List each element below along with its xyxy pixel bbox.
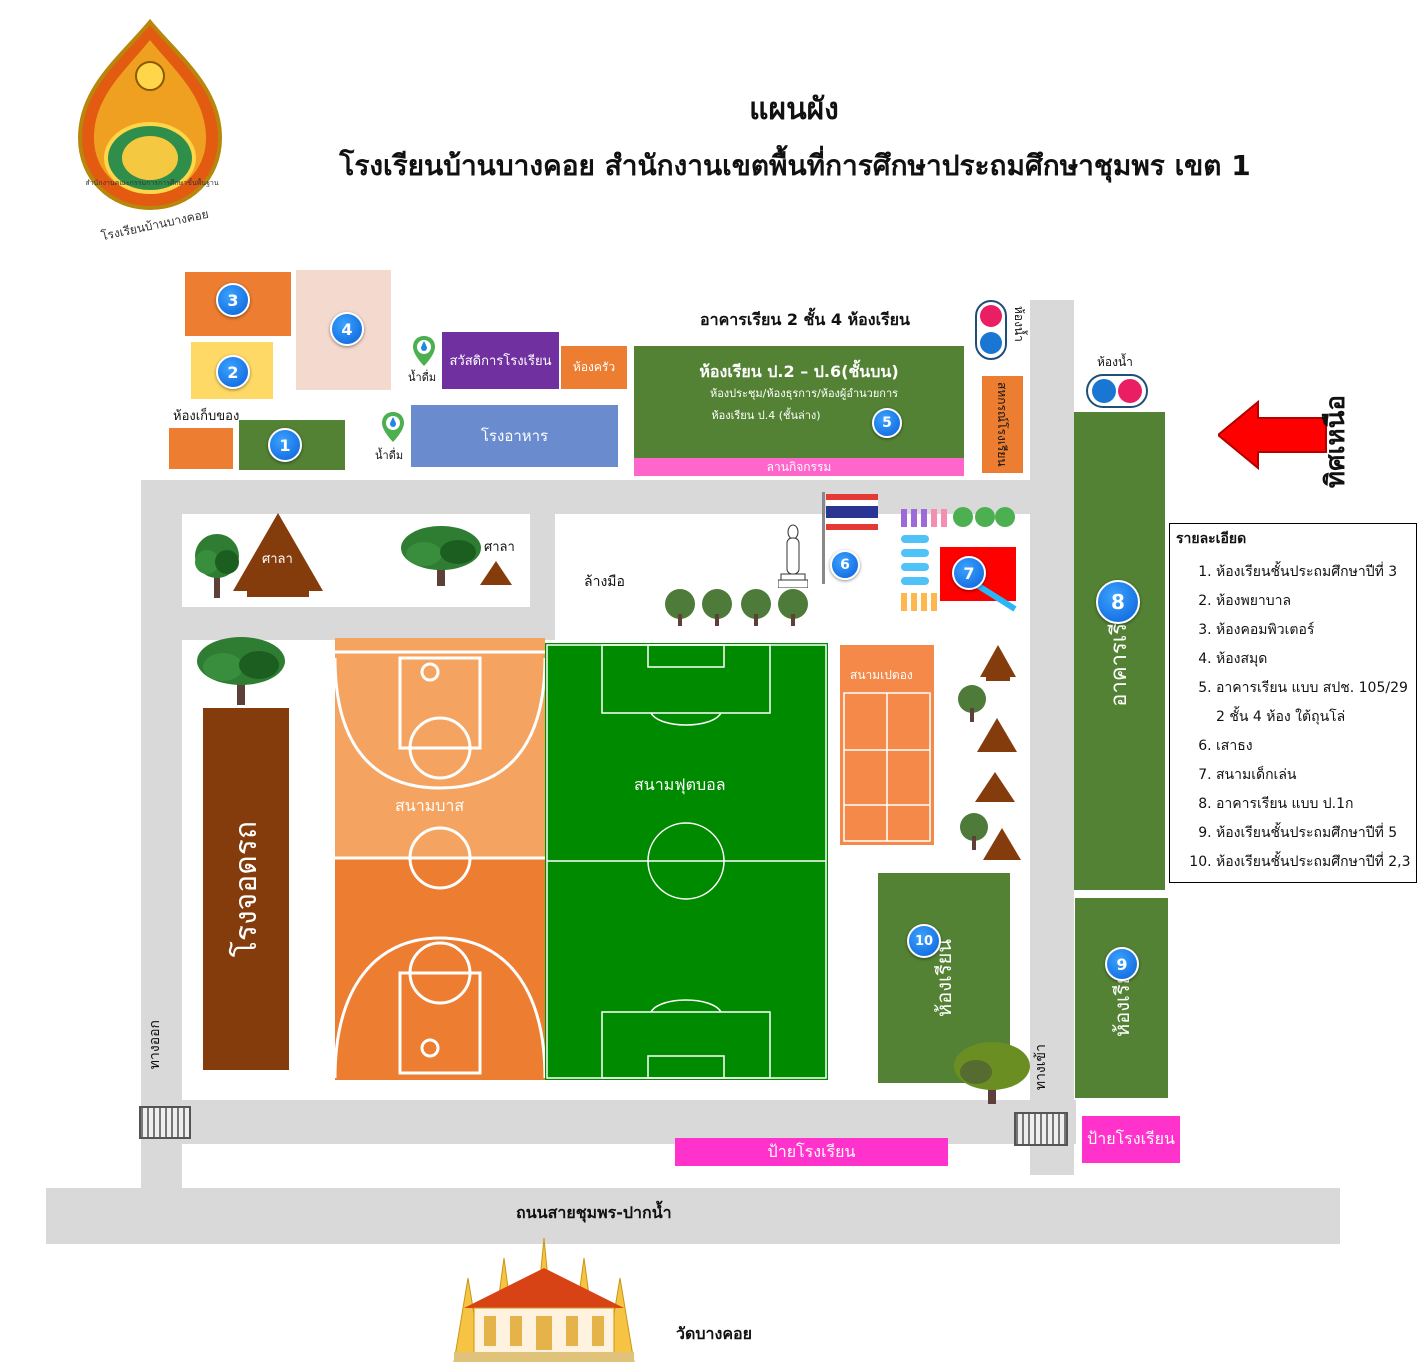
exit-label: ทางออก [147,1020,163,1070]
welfare-building[interactable]: สวัสดิการโรงเรียน [442,332,559,389]
buddha-statue-icon [777,524,809,589]
tree-icon [957,812,991,850]
logo-arc-text: สำนักงานคณะกรรมการการศึกษาขั้นพื้นฐาน [85,179,219,187]
restroom-top-label: ห้องน้ำ [1012,306,1026,342]
badge-2: 2 [216,355,250,389]
building-5-caption: อาคารเรียน 2 ชั้น 4 ห้องเรียน [700,310,910,329]
football-field[interactable] [545,643,828,1080]
storage-room[interactable] [169,428,233,469]
restroom-icon [1086,374,1148,408]
restroom-right-label: ห้องน้ำ [1097,355,1133,369]
path-middle-vertical [530,514,555,640]
legend-item: อาคารเรียน แบบ ป.1ก [1216,790,1410,819]
legend-item: อาคารเรียน แบบ สปช. 105/29 2 ชั้น 4 ห้อง… [1216,674,1410,732]
legend-item: ห้องพยาบาล [1216,587,1410,616]
building-5-main[interactable] [634,346,964,458]
badge-6: 6 [830,550,860,580]
logo-emblem-icon [77,18,223,211]
temple-label: วัดบางคอย [676,1324,753,1343]
sala-2-label: ศาลา [484,540,515,555]
sala-1-icon [233,513,323,597]
road-bottom [141,1100,1076,1144]
school-sign-1: ป้ายโรงเรียน [675,1138,948,1166]
restroom-icon [975,300,1007,360]
drinking-water-label-1: น้ำดื่ม [408,371,437,384]
petanque-label: สนามเปตอง [850,668,913,682]
badge-5: 5 [872,408,902,438]
sala-small-icon [980,645,1016,681]
badge-9: 9 [1105,947,1139,981]
badge-1: 1 [268,428,302,462]
sala-1-label: ศาลา [262,552,293,567]
badge-10: 10 [907,924,941,958]
building-5-line1: ห้องประชุม/ห้องธุรการ/ห้องผู้อำนวยการ [709,387,899,400]
football-label: สนามฟุตบอล [634,775,726,794]
main-road-label: ถนนสายชุมพร-ปากน้ำ [516,1203,672,1222]
parking-building[interactable]: โรงจอดรถ [203,708,289,1070]
sala-small-icon [977,718,1017,756]
legend-item: ห้องคอมพิวเตอร์ [1216,616,1410,645]
legend-item: ห้องเรียนชั้นประถมศึกษาปีที่ 2,3 [1216,848,1411,877]
thai-flag-icon [818,490,880,586]
main-road [46,1188,1340,1244]
cooperative-shop[interactable]: สหกรณ์โรงเรียน [982,376,1023,473]
school-logo: สำนักงานคณะกรรมการการศึกษาขั้นพื้นฐาน โร… [70,18,230,248]
legend-item: ห้องเรียนชั้นประถมศึกษาปีที่ 3 [1216,558,1410,587]
sala-small-icon [975,772,1015,806]
north-arrow-icon [1216,399,1328,471]
badge-7: 7 [952,556,986,590]
badge-4: 4 [330,312,364,346]
activity-yard[interactable]: ลานกิจกรรม [634,458,964,476]
badge-3: 3 [216,283,250,317]
building-8-school[interactable]: อาคารเรียน [1074,412,1165,890]
sala-2-icon [480,561,512,585]
parking-label: โรงจอดรถ [228,820,264,958]
legend-item: เสาธง [1216,732,1410,761]
legend-box: รายละเอียด ห้องเรียนชั้นประถมศึกษาปีที่ … [1169,523,1417,883]
road-top [141,480,1076,514]
basketball-label: สนามบาส [395,796,465,815]
page-title-line2: โรงเรียนบ้านบางคอย สำนักงานเขตพื้นที่การ… [339,149,1251,182]
road-right [1030,300,1074,1175]
building-9-classroom[interactable]: ห้องเรียน [1075,898,1168,1098]
legend-heading: รายละเอียด [1176,531,1247,547]
legend-item: สนามเด็กเล่น [1216,761,1410,790]
drinking-water-icon [382,412,404,442]
basketball-court[interactable] [333,638,547,1080]
sala-small-icon [983,828,1021,864]
legend-list: ห้องเรียนชั้นประถมศึกษาปีที่ 3 ห้องพยาบา… [1176,558,1411,877]
entrance-gate[interactable] [1014,1112,1068,1146]
drinking-water-label-2: น้ำดื่ม [375,449,404,462]
legend-item: ห้องเรียนชั้นประถมศึกษาปีที่ 5 [1216,819,1410,848]
road-left [141,480,182,1190]
handwash-label: ล้างมือ [584,574,625,590]
tree-icon [952,1040,1032,1104]
entrance-label: ทางเข้า [1033,1044,1049,1091]
tree-icon [662,588,812,626]
exit-gate[interactable] [139,1106,191,1139]
tree-icon [195,635,287,705]
drinking-water-icon [413,336,435,366]
tree-icon [955,684,989,722]
building-5-title: ห้องเรียน ป.2 – ป.6(ชั้นบน) [699,362,899,381]
storage-label: ห้องเก็บของ [173,409,240,424]
petanque-court[interactable] [840,645,934,845]
cooperative-label: สหกรณ์โรงเรียน [995,382,1009,467]
school-sign-2: ป้ายโรงเรียน [1082,1116,1180,1163]
temple-icon [434,1237,654,1363]
legend-item: ห้องสมุด [1216,645,1410,674]
building-5-line2: ห้องเรียน ป.4 (ชั้นล่าง) [711,409,821,422]
kitchen-building[interactable]: ห้องครัว [561,346,627,389]
path-middle [141,607,555,640]
tree-icon [400,524,482,586]
canteen-building[interactable]: โรงอาหาร [411,405,618,467]
page-title-line1: แผนผัง [749,92,839,127]
north-label: ทิศเหนือ [1321,395,1351,489]
tree-icon [193,532,241,598]
badge-8: 8 [1096,580,1140,624]
